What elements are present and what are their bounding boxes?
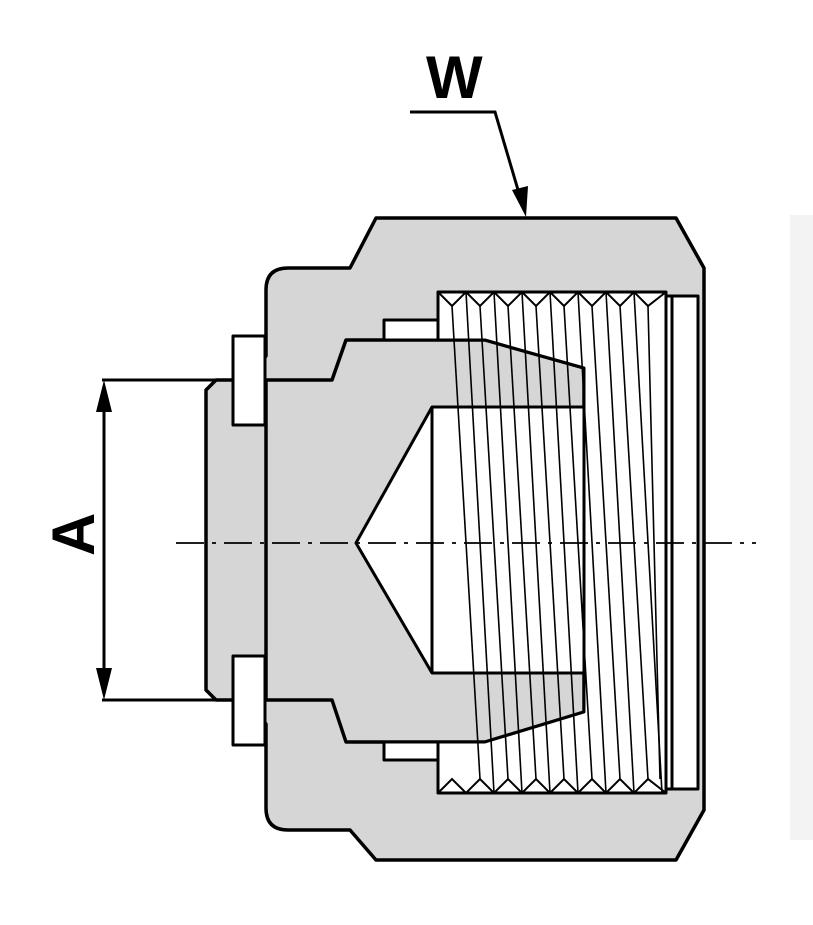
ferrule-bottom: [231, 654, 267, 747]
ferrule-top: [231, 334, 267, 427]
dimension-a-label: A: [40, 513, 107, 556]
dimension-w-label: W: [426, 44, 483, 111]
gap-bottom: [382, 740, 440, 762]
edge-panel: [790, 215, 813, 840]
dimension-w-leader: [410, 110, 528, 217]
arrowhead-up: [96, 380, 112, 412]
bore-cavity: [354, 405, 586, 675]
leader-arrowhead: [512, 186, 528, 217]
dimension-a: [96, 378, 222, 702]
arrowhead-down: [96, 668, 112, 700]
gap-top: [382, 318, 440, 342]
